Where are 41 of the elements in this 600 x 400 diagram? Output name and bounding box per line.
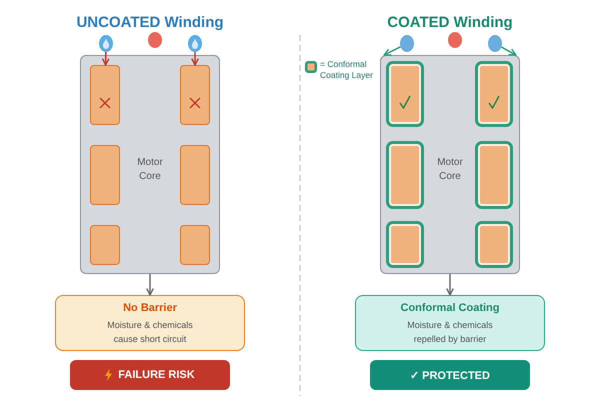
dot-icon xyxy=(400,35,414,52)
card-text: Moisture & chemicals cause short circuit xyxy=(106,318,194,346)
winding-block xyxy=(475,61,513,127)
winding-block xyxy=(386,221,424,268)
panel-heading: UNCOATED Winding xyxy=(76,15,224,31)
winding-block xyxy=(90,65,120,125)
status-text: FAILURE RISK xyxy=(118,369,195,381)
winding-block xyxy=(180,225,210,265)
status-banner xyxy=(70,360,230,390)
dot-icon xyxy=(148,32,162,48)
card-title: Conformal Coating xyxy=(400,300,500,316)
winding-block xyxy=(475,221,513,268)
winding-block xyxy=(180,65,210,125)
card-text: Moisture & chemicals repelled by barrier xyxy=(406,318,494,346)
status-text: ✓ PROTECTED xyxy=(410,368,490,382)
arrow xyxy=(146,274,154,296)
panel-heading: COATED Winding xyxy=(387,15,513,31)
arrow xyxy=(102,52,110,66)
card-title: No Barrier xyxy=(123,300,177,316)
winding-block xyxy=(475,141,513,209)
status-banner xyxy=(370,360,530,390)
info-card xyxy=(355,295,545,351)
dot-icon xyxy=(488,35,502,52)
winding-block xyxy=(386,141,424,209)
winding-block xyxy=(180,145,210,205)
winding-block xyxy=(90,145,120,205)
arrow xyxy=(191,52,199,66)
arrow xyxy=(501,46,517,56)
legend-text: = Conformal Coating Layer xyxy=(320,59,374,81)
core-label: Motor Core xyxy=(437,156,463,184)
winding-block xyxy=(386,61,424,127)
winding-block xyxy=(90,225,120,265)
info-card xyxy=(55,295,245,351)
droplet-icon xyxy=(99,35,113,52)
dot-icon xyxy=(448,32,462,48)
core-label: Motor Core xyxy=(137,156,163,184)
droplet-icon xyxy=(188,35,202,52)
motor-core-panel xyxy=(380,55,520,274)
arrow xyxy=(446,274,454,296)
motor-core-panel xyxy=(80,55,220,274)
arrow xyxy=(383,46,401,56)
